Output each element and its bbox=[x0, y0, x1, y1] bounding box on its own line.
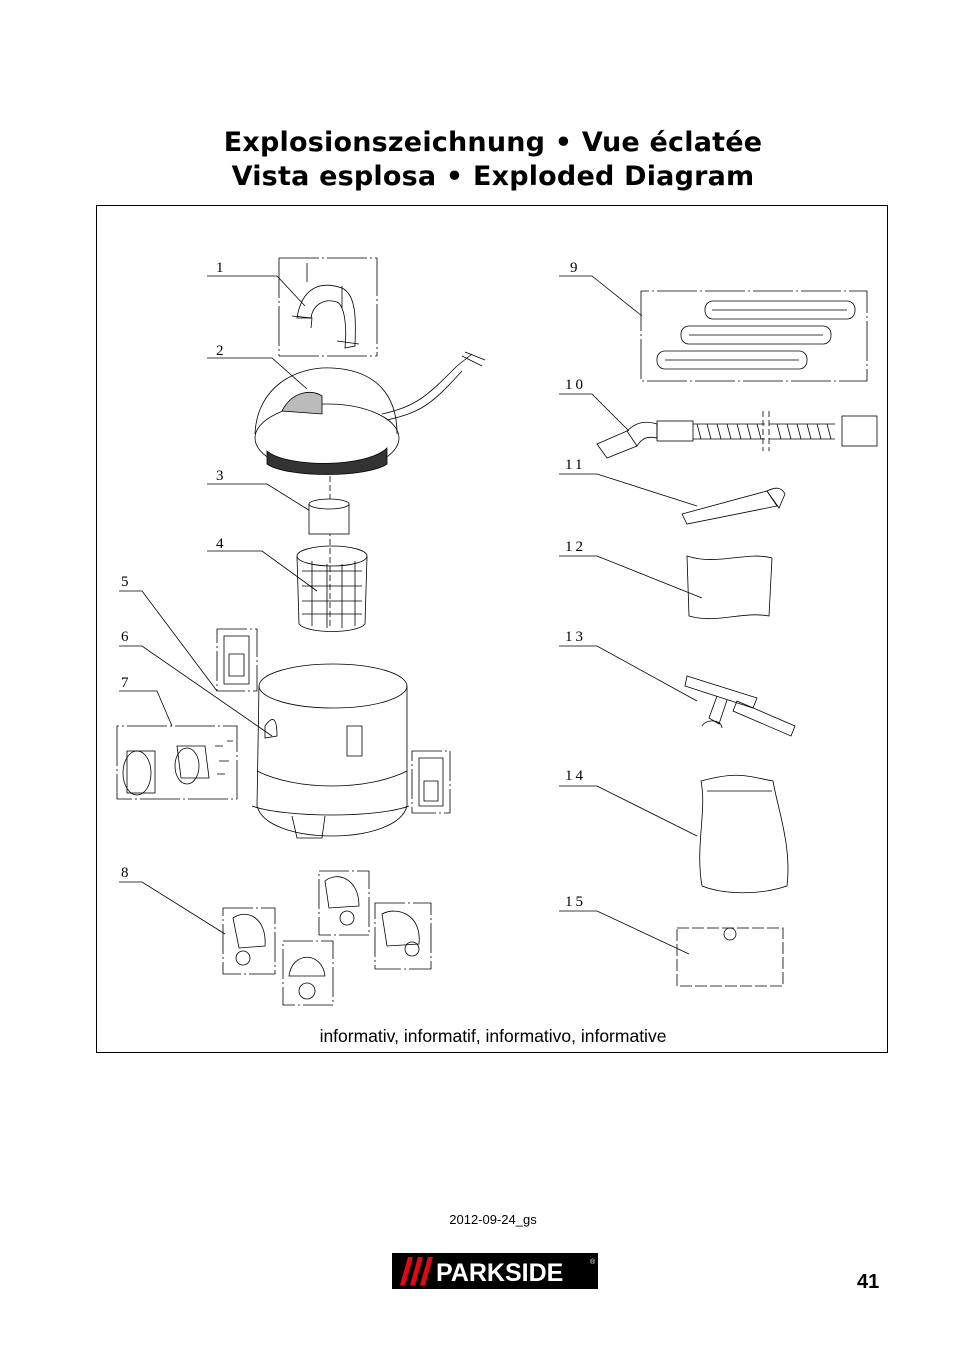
part-14-filter-bag bbox=[699, 774, 789, 894]
leader-line-10 bbox=[559, 393, 630, 432]
part-number: 1 bbox=[216, 260, 224, 276]
part-number: 6 bbox=[121, 629, 129, 645]
logo-wordmark: PARKSIDE bbox=[436, 1259, 563, 1287]
part-4-filter-cage bbox=[296, 545, 368, 632]
leader-line-6 bbox=[119, 645, 273, 737]
part-10-hose bbox=[596, 411, 878, 459]
leader-line-1 bbox=[207, 275, 306, 307]
leader-line-9 bbox=[559, 275, 643, 317]
part-6-container bbox=[251, 663, 410, 839]
part-number: 14 bbox=[565, 768, 586, 784]
part-number: 10 bbox=[565, 377, 586, 393]
page-number: 41 bbox=[857, 1271, 880, 1293]
part-15-dust-bag bbox=[676, 927, 784, 987]
part-number: 15 bbox=[565, 894, 586, 910]
part-number: 4 bbox=[216, 536, 224, 552]
leader-line-12 bbox=[559, 555, 703, 599]
part-5-latch-b bbox=[411, 750, 451, 814]
part-number: 13 bbox=[565, 629, 586, 645]
leader-line-13 bbox=[559, 645, 698, 702]
leader-line-2 bbox=[207, 357, 308, 390]
part-7-valve bbox=[116, 725, 238, 800]
part-1-handle bbox=[278, 257, 378, 357]
part-9-tubes bbox=[640, 290, 868, 382]
leader-line-4 bbox=[207, 550, 318, 592]
part-number: 8 bbox=[121, 865, 129, 881]
part-11-crevice-tool bbox=[681, 487, 786, 525]
exploded-diagram-frame: 1 2 3 4 5 6 7 8 9 10 11 12 13 14 15 info… bbox=[96, 205, 888, 1053]
part-number: 2 bbox=[216, 343, 224, 359]
date-code: 2012-09-24_gs bbox=[449, 1212, 537, 1227]
leader-line-15 bbox=[559, 910, 690, 955]
part-number: 9 bbox=[570, 260, 578, 276]
part-number: 11 bbox=[565, 457, 585, 473]
leader-line-14 bbox=[559, 785, 698, 837]
part-8-casters bbox=[222, 870, 432, 1006]
leader-line-3 bbox=[207, 483, 316, 515]
title-line-1: Explosionszeichnung • Vue éclatée bbox=[223, 127, 763, 158]
title-line-2: Vista esplosa • Exploded Diagram bbox=[231, 161, 755, 192]
part-number: 3 bbox=[216, 468, 224, 484]
part-12-filter-sleeve bbox=[686, 555, 773, 619]
part-number: 7 bbox=[121, 675, 129, 691]
part-5-latch bbox=[216, 628, 258, 692]
part-3-filter-ring bbox=[308, 498, 350, 535]
diagram-caption: informativ, informatif, informativo, inf… bbox=[319, 1026, 667, 1046]
part-number: 5 bbox=[121, 574, 129, 590]
logo-stripes-icon bbox=[400, 1257, 433, 1285]
leader-line-5 bbox=[119, 590, 218, 692]
registered-mark: ® bbox=[590, 1258, 596, 1266]
part-2-motor-head bbox=[254, 351, 486, 475]
part-number: 12 bbox=[565, 539, 586, 555]
leader-line-7 bbox=[119, 690, 173, 727]
leader-line-11 bbox=[559, 473, 698, 507]
exploded-diagram: 1 2 3 4 5 6 7 8 9 10 11 12 13 14 15 bbox=[116, 257, 878, 1006]
parkside-logo: PARKSIDE ® bbox=[392, 1253, 598, 1289]
leader-line-8 bbox=[119, 881, 226, 935]
part-13-floor-nozzle bbox=[684, 675, 796, 737]
